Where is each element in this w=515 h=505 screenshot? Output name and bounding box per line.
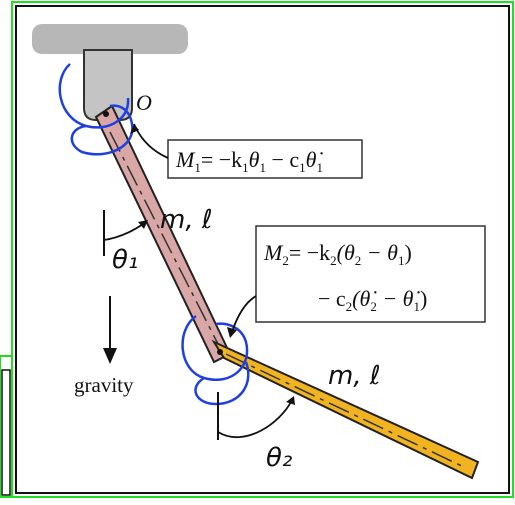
link-1-centerline <box>109 131 219 345</box>
pivot-O-label: O <box>136 90 152 115</box>
torsional-spring-O <box>58 63 134 156</box>
theta2-arc <box>217 399 293 438</box>
theta1-arrowhead <box>138 220 148 229</box>
outer-frame <box>11 1 514 498</box>
theta1-label: θ₁ <box>112 245 138 275</box>
m1-equation-box <box>167 139 363 179</box>
joint-2-pin <box>217 349 223 355</box>
ceiling-support <box>32 24 188 54</box>
m2-arrowhead <box>227 327 237 338</box>
m1-arrowhead <box>130 124 139 134</box>
pivot-O-pin <box>103 111 109 117</box>
theta1-arc <box>103 221 147 241</box>
side-tab-inner <box>1 369 11 496</box>
gravity-label: gravity <box>74 373 134 397</box>
m2-leader-arrow <box>231 295 257 333</box>
link-2-centerline <box>225 353 467 469</box>
gravity-arrowhead <box>103 348 117 364</box>
side-tab-frame <box>0 355 13 498</box>
theta2-arrowhead <box>286 396 295 405</box>
m2-equation-line2: − c2(θ̇2 − θ̇1) <box>318 286 427 314</box>
torsional-spring-joint2 <box>181 314 250 406</box>
link-1-params: m, ℓ <box>160 205 213 235</box>
m2-equation-line1: M2= −k2(θ2 − θ1) <box>263 240 412 268</box>
m2-equation-box <box>255 225 486 323</box>
link-2-params: m, ℓ <box>328 361 381 391</box>
m1-equation: M1= −k1θ1 − c1θ̇1 <box>175 147 323 175</box>
inner-frame <box>15 5 510 494</box>
m1-leader-arrow <box>133 123 169 159</box>
theta2-label: θ₂ <box>266 443 292 473</box>
